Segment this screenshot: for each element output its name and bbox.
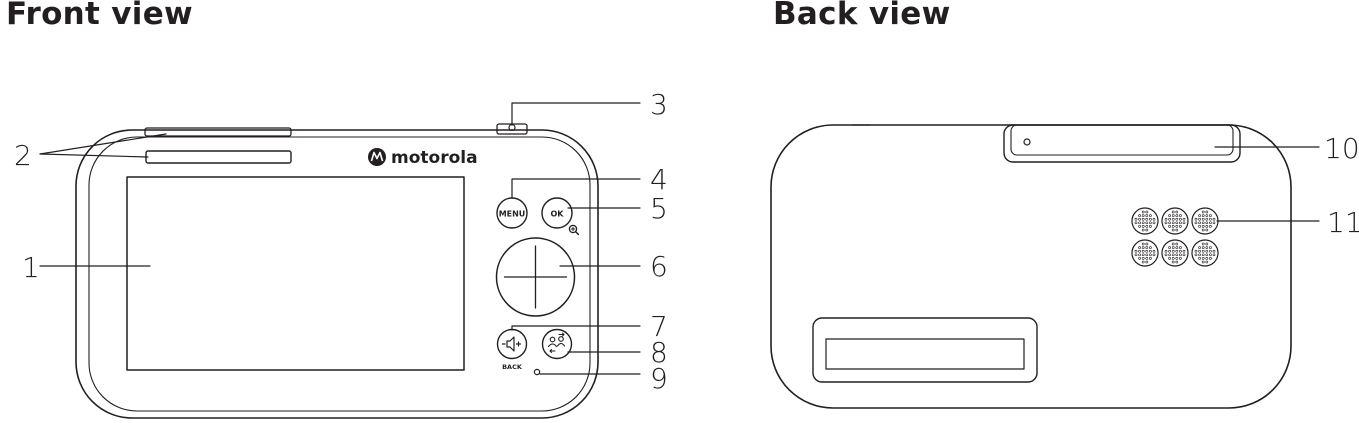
light-bar [145,150,292,164]
top-stand-outer [1003,124,1241,163]
callout-11: 11 [1327,206,1359,239]
back-callout-numbers: 10 11 [1324,132,1359,239]
callout-line-3 [511,102,641,126]
speaker-grill [1161,207,1189,235]
front-callout-numbers: 1 2 3 4 5 6 7 8 9 [14,88,668,395]
callout-7: 7 [650,310,668,343]
callout-4: 4 [650,163,668,196]
volume-back-button[interactable] [496,328,528,360]
callout-line-2b [39,153,149,158]
speaker-grill [1131,239,1159,267]
callout-1: 1 [22,251,40,284]
direction-pad[interactable] [495,237,576,317]
speaker-grill [1131,207,1159,235]
back-button-label: BACK [502,363,523,371]
back-view-device [770,124,1292,409]
callout-line-2a [39,133,167,155]
speaker-grill [1161,239,1189,267]
microphone-hole [533,368,541,376]
battery-cover-outer [812,317,1038,383]
talk-icon [547,332,566,353]
callout-2: 2 [14,139,32,172]
front-view-device: motorola MENU OK [75,123,599,419]
menu-button[interactable]: MENU [496,197,528,229]
front-callout-lines [39,102,641,375]
callout-3: 3 [650,88,668,121]
speaker-grill-group [1131,207,1219,267]
front-view-title: Front view [6,0,193,32]
ok-button[interactable]: OK [541,197,573,229]
callout-8: 8 [650,336,668,369]
callout-5: 5 [650,192,668,225]
battery-cover-inner [825,338,1025,370]
back-view-title: Back view [773,0,951,32]
back-callout-lines [1214,146,1320,222]
speaker-grill [1191,239,1219,267]
zoom-in-icon [568,224,580,236]
volume-icon [501,336,522,352]
top-stand-inner [1010,124,1234,156]
menu-button-label: MENU [499,210,526,219]
callout-10: 10 [1324,132,1359,165]
brand-label: motorola [391,148,478,168]
talk-button[interactable] [541,328,573,360]
callout-6: 6 [650,250,668,283]
callout-line-4 [511,178,641,199]
callout-9: 9 [650,362,668,395]
speaker-grill [1191,207,1219,235]
front-body-inner [88,136,591,412]
back-body [770,124,1292,409]
top-stand-hole [1023,138,1031,146]
motorola-logo-icon [368,148,386,166]
lcd-screen [126,176,465,371]
callout-line-7 [511,325,641,331]
front-body-outer [75,129,599,419]
ok-button-label: OK [551,210,565,219]
top-edge-slot [144,127,292,137]
